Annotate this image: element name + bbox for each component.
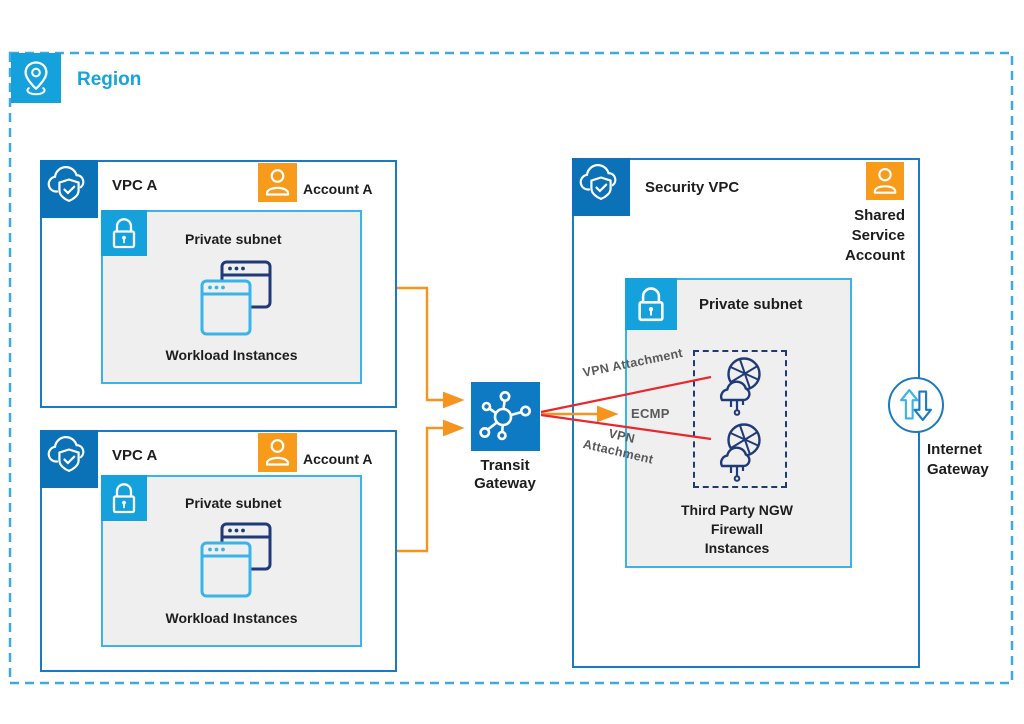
vpc-title: VPC A <box>112 447 158 464</box>
transit-gateway-label: Transit Gateway <box>474 457 536 492</box>
account-person-icon <box>258 163 297 202</box>
vpc-icon <box>40 160 98 218</box>
subnet-lock-icon <box>625 278 677 330</box>
transit-gateway-icon <box>471 382 540 451</box>
subnet-title: Private subnet <box>185 495 282 511</box>
subnet-lock-icon <box>101 475 147 521</box>
ngw-firewall-icon <box>708 420 770 484</box>
workload-instances-icon <box>200 522 272 602</box>
region-pin-icon <box>11 53 61 103</box>
account-label: Account A <box>303 181 373 197</box>
workload-instances-label: Workload Instances <box>165 610 298 626</box>
region-label: Region <box>77 69 142 90</box>
internet-gateway-icon <box>888 377 944 433</box>
subnet-lock-icon <box>101 210 147 256</box>
ecmp-label: ECMP <box>631 406 670 421</box>
workload-instances-icon <box>200 260 272 340</box>
ngw-firewall-icon <box>708 354 770 418</box>
vpc-title: VPC A <box>112 177 158 194</box>
workload-instances-label: Workload Instances <box>165 347 298 363</box>
account-person-icon <box>258 433 297 472</box>
vpc-icon <box>572 158 630 216</box>
account-label: Account A <box>303 451 373 467</box>
subnet-title: Private subnet <box>699 296 803 313</box>
internet-gateway-label: Internet Gateway <box>927 441 989 478</box>
subnet-title: Private subnet <box>185 231 282 247</box>
account-person-icon <box>866 162 904 200</box>
vpc-icon <box>40 430 98 488</box>
shared-service-account-label: Shared Service Account <box>845 207 905 264</box>
security-vpc-title: Security VPC <box>645 179 740 196</box>
firewall-instances-label: Third Party NGW Firewall Instances <box>681 502 794 556</box>
